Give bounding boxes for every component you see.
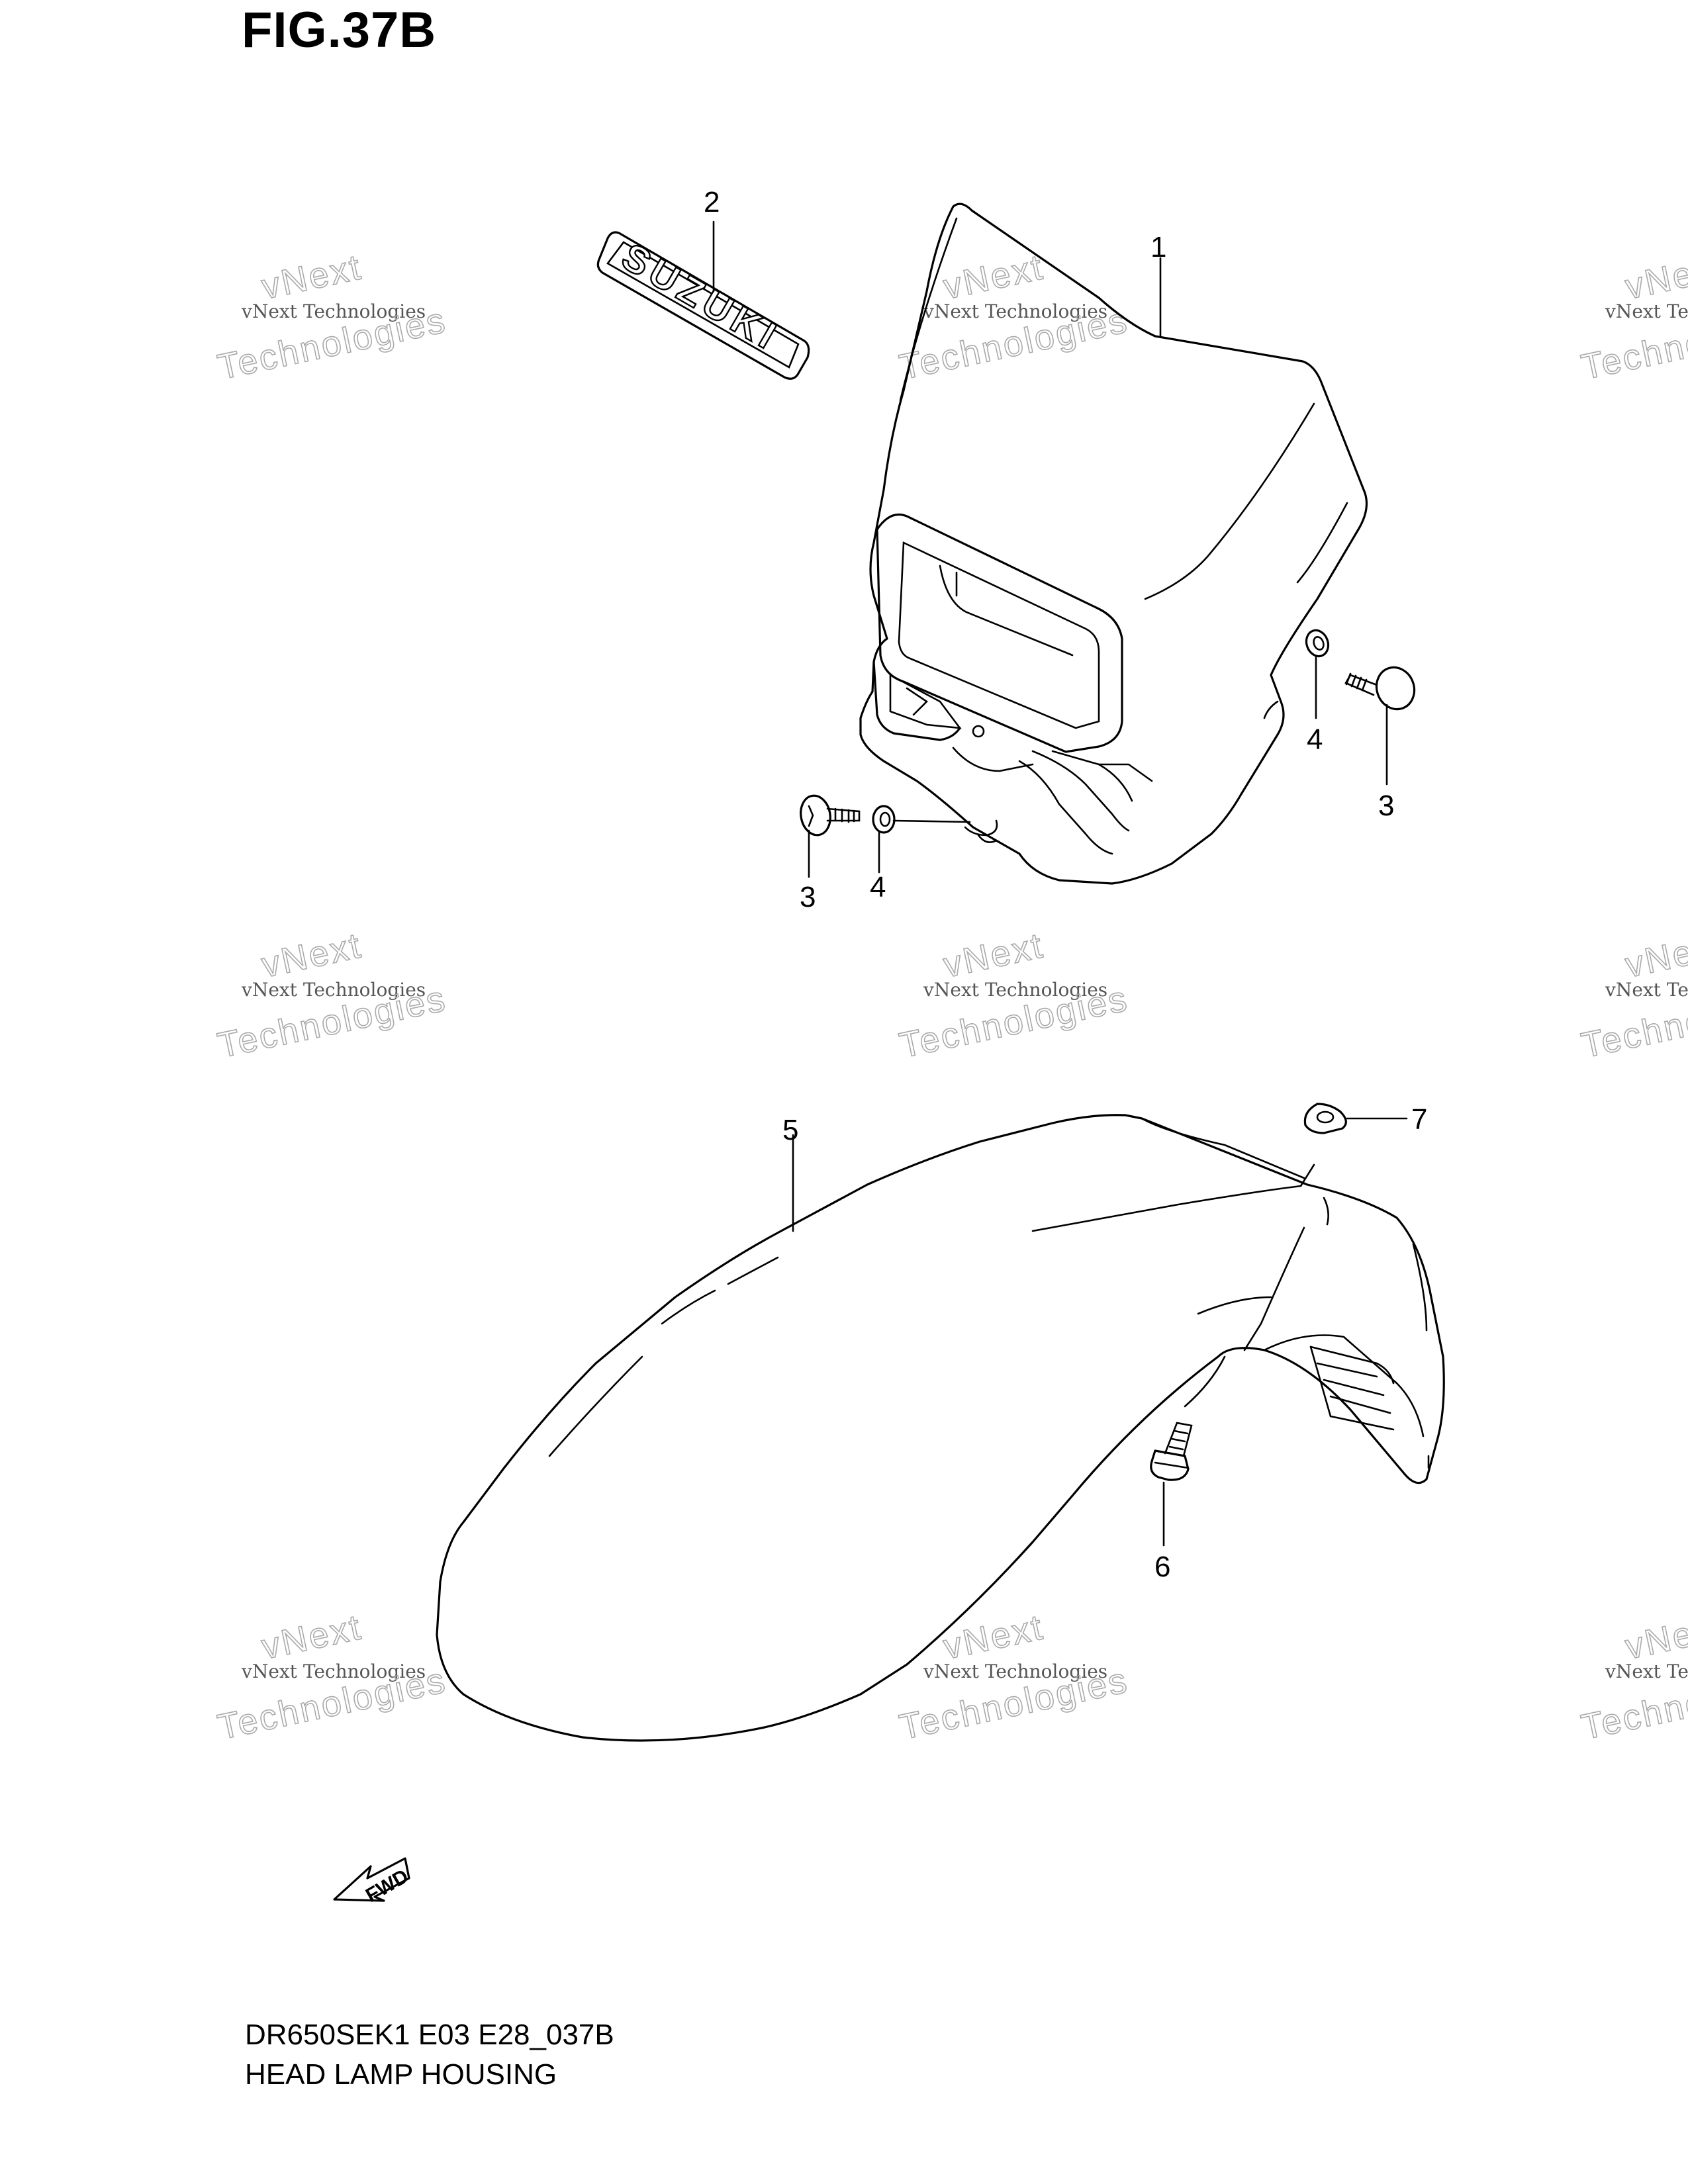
suzuki-emblem: SUZUKI: [596, 231, 810, 380]
watermark: vNext vNext Technologies Technologies: [896, 247, 1133, 388]
svg-text:vNext: vNext: [940, 247, 1047, 307]
emblem-text: SUZUKI: [615, 235, 788, 359]
model-code: DR650SEK1 E03 E28_037B: [245, 2019, 614, 2051]
callout-4-left: 4: [870, 871, 886, 903]
washer-right: [1305, 629, 1330, 658]
svg-text:vNext: vNext: [1622, 1607, 1688, 1667]
callout-1: 1: [1150, 231, 1166, 263]
svg-text:vNext Technologies: vNext Technologies: [1605, 300, 1688, 322]
leader-lines: [712, 220, 1408, 1547]
headlamp-housing: [859, 203, 1368, 885]
fwd-arrow-icon: FWD: [333, 1857, 412, 1907]
watermark-group: vNext vNext Technologies Technologies vN…: [214, 247, 1688, 1749]
watermark: vNext vNext Technologies Technologies: [214, 925, 451, 1067]
section-name: HEAD LAMP HOUSING: [245, 2058, 557, 2091]
figure-title: FIG.37B: [242, 2, 437, 58]
svg-text:vNext Technologies: vNext Technologies: [923, 300, 1107, 322]
callout-3-right: 3: [1378, 790, 1394, 822]
callout-3-left: 3: [800, 881, 816, 913]
fender-bolt: [1150, 1422, 1193, 1481]
svg-text:vNext: vNext: [940, 925, 1047, 985]
watermark: vNext vNext Technologies Technologies: [896, 925, 1133, 1067]
callout-5: 5: [782, 1114, 798, 1146]
callout-4-right: 4: [1307, 723, 1323, 756]
watermark: vNext vNext Technologies Technologies: [214, 247, 451, 388]
svg-text:vNext: vNext: [1622, 925, 1688, 985]
svg-text:vNext Technologies: vNext Technologies: [1605, 979, 1688, 1001]
svg-text:vNext Technologies: vNext Technologies: [241, 1661, 426, 1682]
svg-text:vNext: vNext: [258, 925, 365, 985]
callout-labels: 1 2 3 3 4 4 5 6 7: [704, 186, 1427, 1583]
svg-text:vNext Technologies: vNext Technologies: [923, 1661, 1107, 1682]
svg-text:vNext Technologies: vNext Technologies: [241, 979, 426, 1001]
svg-text:vNext: vNext: [1622, 247, 1688, 307]
callout-7: 7: [1411, 1103, 1427, 1136]
svg-text:vNext: vNext: [258, 247, 365, 307]
svg-text:vNext Technologies: vNext Technologies: [241, 300, 426, 322]
watermark: vNext vNext Technologies Technologies: [214, 1607, 451, 1749]
watermark: vNext vNext Technologies Technologies: [1577, 1607, 1688, 1749]
washer-left: [872, 805, 896, 834]
callout-2: 2: [704, 186, 720, 218]
svg-text:vNext: vNext: [940, 1607, 1047, 1667]
svg-text:vNext Technologies: vNext Technologies: [1605, 1661, 1688, 1682]
callout-6: 6: [1154, 1551, 1170, 1583]
bolt-right: [1344, 666, 1416, 711]
fender-grommet: [1303, 1103, 1347, 1134]
watermark: vNext vNext Technologies Technologies: [1577, 247, 1688, 388]
bolt-left: [800, 794, 861, 837]
svg-text:vNext: vNext: [258, 1607, 365, 1667]
front-fender: [436, 1114, 1445, 1742]
watermark: vNext vNext Technologies Technologies: [896, 1607, 1133, 1749]
watermark: vNext vNext Technologies Technologies: [1577, 925, 1688, 1067]
svg-text:vNext Technologies: vNext Technologies: [923, 979, 1107, 1001]
